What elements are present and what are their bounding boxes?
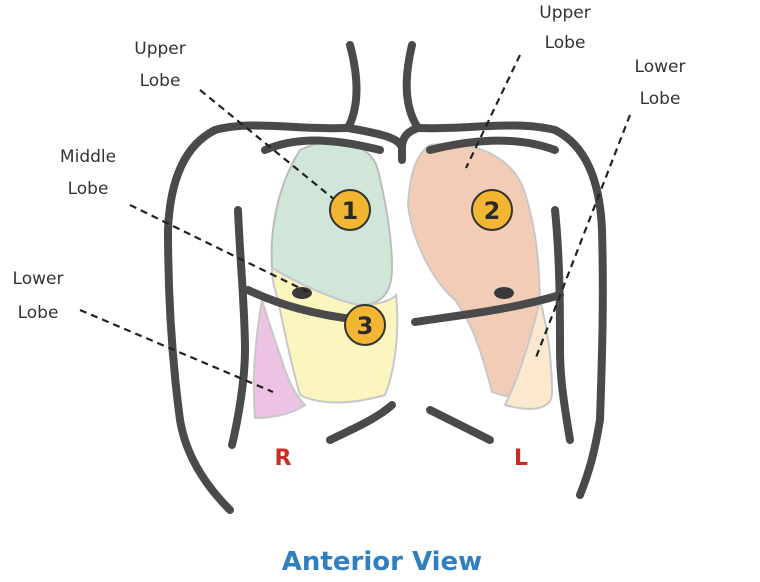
arm-inner-left (551, 206, 574, 444)
arm-inner-right (228, 206, 249, 449)
side-label-right: R (275, 446, 292, 471)
neck-left (344, 41, 361, 132)
label-right-upper-line2: Lobe (140, 71, 181, 91)
neck-right (402, 41, 422, 132)
marker-1: 1 (329, 189, 371, 231)
label-right-lower-line1: Lower (13, 269, 64, 289)
label-right-upper-line1: Upper (134, 39, 185, 59)
left-lower-lobe (503, 299, 554, 410)
shoulder-left (414, 121, 607, 499)
shoulder-right (164, 121, 349, 514)
label-right-middle-line1: Middle (60, 147, 116, 167)
leader-lines (79, 54, 632, 394)
label-right-middle-line2: Lobe (68, 179, 109, 199)
leader-right-upper (199, 89, 336, 201)
label-left-upper-line1: Upper (539, 3, 590, 23)
right-upper-lobe (270, 140, 394, 307)
label-left-lower-line2: Lobe (640, 89, 681, 109)
lower-rib-right (326, 401, 396, 444)
leader-right-middle (129, 204, 309, 293)
lobe-labels: Upper Lobe Middle Lobe Lower Lobe Upper … (13, 3, 686, 323)
label-left-lower-line1: Lower (635, 57, 686, 77)
lower-rib-left (426, 406, 494, 444)
lungs (252, 140, 554, 420)
marker-1-number: 1 (342, 197, 359, 225)
nipple-left (494, 287, 514, 299)
leader-left-lower (533, 114, 632, 361)
right-lower-lobe (252, 299, 307, 420)
left-upper-lobe (406, 142, 542, 398)
pectoral-left (411, 291, 564, 326)
marker-2-number: 2 (484, 197, 501, 225)
label-left-upper-line2: Lobe (545, 33, 586, 53)
leader-left-upper (465, 54, 521, 169)
clavicle-right (261, 136, 384, 154)
marker-2: 2 (471, 189, 513, 231)
numbered-markers: 1 2 3 (329, 189, 513, 346)
label-right-lower-line2: Lobe (18, 303, 59, 323)
view-caption: Anterior View (282, 547, 482, 577)
torso-outline (164, 41, 607, 514)
marker-3: 3 (344, 304, 386, 346)
nipple-right (292, 287, 312, 299)
clavicle-left (426, 136, 559, 154)
leader-right-lower (79, 308, 274, 394)
side-label-left: L (514, 446, 528, 471)
marker-3-number: 3 (357, 312, 374, 340)
